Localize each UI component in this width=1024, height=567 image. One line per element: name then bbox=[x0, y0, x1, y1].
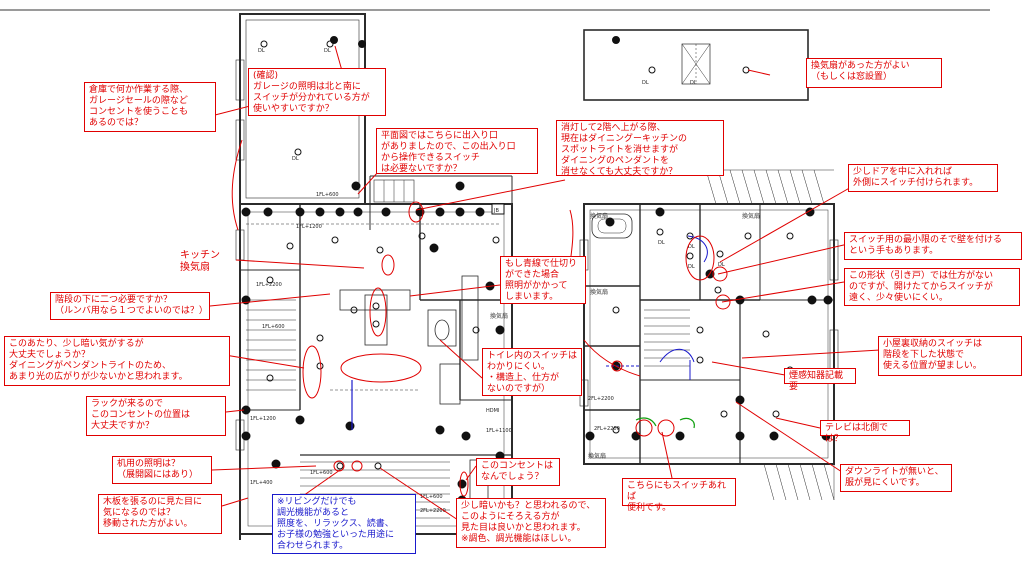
vent-fan-label-1: 換気扇 bbox=[590, 212, 608, 220]
note-garage-outlet: 倉庫で何か作業する際、 ガレージセールの際など コンセントを使うことも あるので… bbox=[84, 82, 216, 132]
svg-text:DL: DL bbox=[292, 156, 299, 162]
svg-text:DL: DL bbox=[658, 240, 665, 246]
svg-text:DL: DL bbox=[718, 262, 725, 268]
note-this-outlet: このコンセントは なんでしょう？ bbox=[476, 458, 560, 486]
vent-fan-label-5: 換気扇 bbox=[490, 312, 508, 320]
second-floor-tiny-text: DL DL 2FL+2200 2FL+2200 DL DL DL DL bbox=[588, 80, 725, 432]
green-markup bbox=[635, 417, 695, 429]
junction-box-label: JB bbox=[493, 208, 499, 214]
second-floor-fixtures bbox=[585, 36, 833, 441]
vent-fan-label-4: 換気扇 bbox=[588, 452, 606, 460]
note-stairs-2f: 消灯して2階へ上がる際、 現在はダイニングーキッチンの スポットライトを消せます… bbox=[556, 120, 724, 177]
svg-text:DL: DL bbox=[258, 48, 265, 54]
svg-text:DL: DL bbox=[688, 244, 695, 250]
note-dining-dark: このあたり、少し暗い気がするが 大丈夫でしょうか？ ダイニングがペンダントライト… bbox=[4, 336, 230, 386]
note-downlight: ダウンライトが無いと、 服が見にくいです。 bbox=[840, 464, 952, 492]
page-top-rule bbox=[0, 9, 990, 11]
svg-text:DL: DL bbox=[688, 264, 695, 270]
note-switch-wall: スイッチ用の最小限のそで壁を付ける という手もあります。 bbox=[844, 232, 1022, 260]
svg-text:DL: DL bbox=[642, 80, 649, 86]
note-rack-outlet: ラックが来るので このコンセントの位置は 大丈夫ですか？ bbox=[86, 396, 226, 436]
note-stair-outlets: 階段の下に二つ必要ですか？ （ルンバ用なら１つでよいのでは？） bbox=[50, 292, 210, 320]
svg-text:HDMI: HDMI bbox=[486, 408, 499, 414]
svg-text:1FL+1200: 1FL+1200 bbox=[296, 224, 322, 230]
note-smoke-detector: 煙感知器記載要 bbox=[784, 368, 856, 392]
svg-text:1FL+400: 1FL+400 bbox=[250, 480, 273, 486]
note-attic-switch: 小屋裏収納のスイッチは 階段を下した状態で 使える位置が望ましい。 bbox=[878, 336, 1022, 376]
note-vent-fan-top: 換気扇があった方がよい （もしくは窓設置） bbox=[806, 58, 942, 88]
red-markup bbox=[209, 45, 881, 521]
note-entrance-switch: 平面図ではこちらに出入り口 がありましたので、この出入り口 から操作できるスイッ… bbox=[376, 128, 538, 174]
note-wood-panel: 木板を張るのに見た目に 気になるのでは？ 移動された方がよい。 bbox=[98, 494, 222, 534]
note-sliding-door: この形状（引き戸）では仕方がない のですが、開けたてからスイッチが 遠く、少々使… bbox=[844, 268, 1020, 306]
note-living-dimmer: ※リビングだけでも 調光機能があると 照度を、リラックス、読書、 お子様の勉強と… bbox=[272, 494, 416, 554]
svg-text:1FL+1100: 1FL+1100 bbox=[486, 428, 512, 434]
vent-fan-label-3: 換気扇 bbox=[590, 288, 608, 296]
note-partition-light: もし青線で仕切り ができた場合 照明がかかって しまいます。 bbox=[500, 256, 586, 304]
note-here-switch: こちらにもスイッチあれば 便利です。 bbox=[622, 478, 736, 513]
note-desk-light: 机用の照明は？ （展開図にはあり） bbox=[112, 456, 212, 484]
svg-text:DL: DL bbox=[324, 48, 331, 54]
svg-text:1FL+600: 1FL+600 bbox=[316, 192, 339, 198]
svg-text:1FL+2200: 1FL+2200 bbox=[256, 282, 282, 288]
svg-text:1FL+600: 1FL+600 bbox=[262, 324, 285, 330]
note-toilet-switch: トイレ内のスイッチは わかりにくい。 ・構造上、仕方が ないのですが） bbox=[482, 348, 582, 396]
note-garage-light: (確認) ガレージの照明は北と南に スイッチが分かれている方が 使いやすいですか… bbox=[248, 68, 386, 116]
note-kitchen-fan: キッチン 換気扇 bbox=[180, 250, 220, 273]
svg-text:2FL+2200: 2FL+2200 bbox=[594, 426, 620, 432]
note-door-switch: 少しドアを中に入れれば 外側にスイッチ付けられます。 bbox=[848, 164, 998, 192]
note-tv-north: テレビは北側では？ bbox=[820, 420, 910, 444]
svg-text:1FL+600: 1FL+600 bbox=[420, 494, 443, 500]
vent-fan-label-2: 換気扇 bbox=[742, 212, 760, 220]
svg-text:2FL+2200: 2FL+2200 bbox=[420, 508, 446, 514]
note-dim-lighting: 少し暗いかも？と思われるので、 このようにそろえる方が 見た目は良いかと思われま… bbox=[456, 498, 606, 548]
svg-text:1FL+1200: 1FL+1200 bbox=[250, 416, 276, 422]
svg-text:DL: DL bbox=[690, 80, 697, 86]
svg-text:2FL+2200: 2FL+2200 bbox=[588, 396, 614, 402]
svg-text:1FL+600: 1FL+600 bbox=[310, 470, 333, 476]
